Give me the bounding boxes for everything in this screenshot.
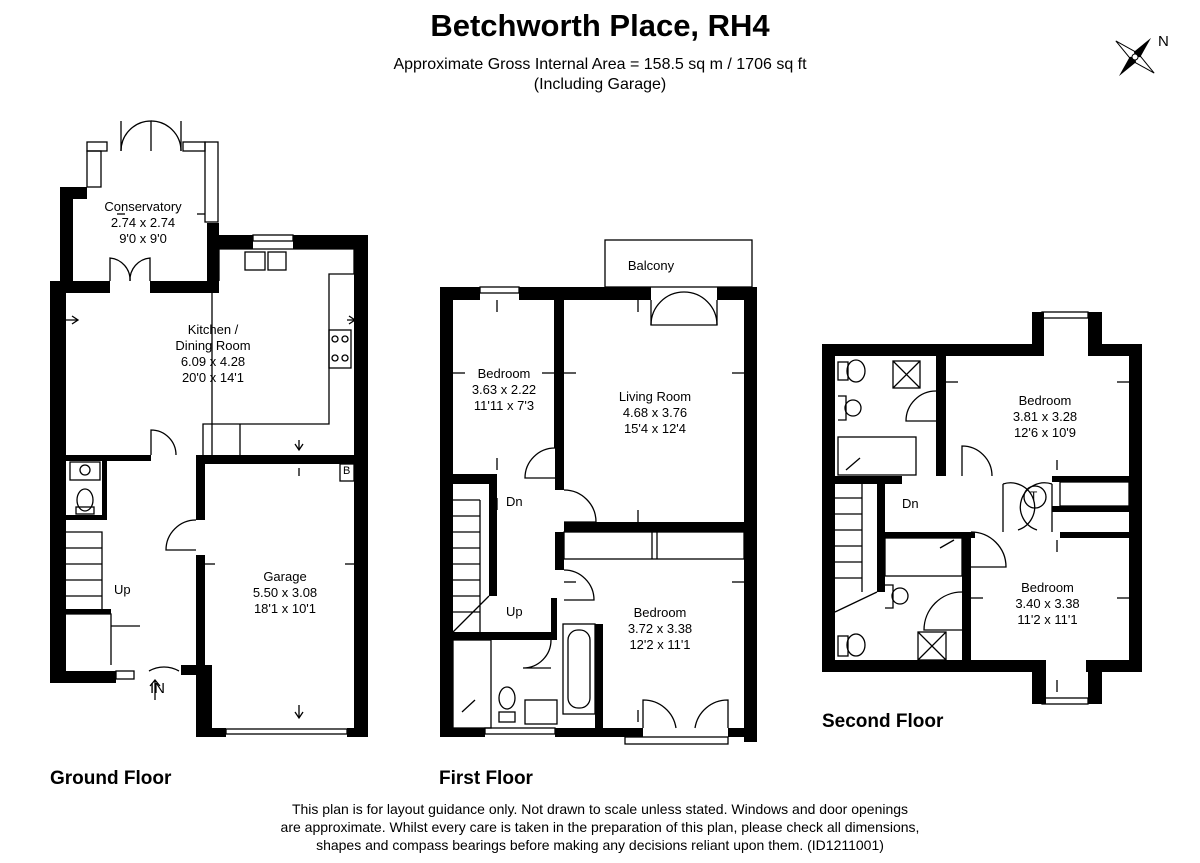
- kitchen-dining-label: Kitchen / Dining Room 6.09 x 4.28 20'0 x…: [175, 322, 251, 385]
- compass-north-label: N: [1158, 33, 1169, 50]
- second-floor-plan: [822, 311, 1142, 705]
- ground-stairs-up-label: Up: [114, 582, 131, 597]
- garage-label: Garage 5.50 x 3.08 18'1 x 10'1: [252, 569, 318, 616]
- second-floor-title: Second Floor: [822, 711, 944, 732]
- conservatory-label: Conservatory 2.74 x 2.74 9'0 x 9'0: [104, 199, 182, 246]
- gross-area-text: Approximate Gross Internal Area = 158.5 …: [393, 56, 807, 73]
- sf-stairs-down-label: Dn: [902, 496, 919, 511]
- entrance-in-label: IN: [150, 680, 165, 697]
- sf-bedroom1-label: Bedroom 3.81 x 3.28 12'6 x 10'9: [1012, 393, 1078, 440]
- first-floor-title: First Floor: [439, 768, 533, 789]
- ground-floor-title: Ground Floor: [50, 768, 172, 789]
- disclaimer-text: This plan is for layout guidance only. N…: [280, 801, 920, 853]
- ff-bedroom1-label: Bedroom 3.63 x 2.22 11'11 x 7'3: [471, 366, 537, 413]
- balcony-label: Balcony: [627, 258, 675, 273]
- boiler-label: B: [343, 465, 351, 477]
- ff-bedroom2-label: Bedroom 3.72 x 3.38 12'2 x 11'1: [627, 605, 693, 652]
- tank-label: T: [1030, 489, 1038, 503]
- living-room-label: Living Room 4.68 x 3.76 15'4 x 12'4: [618, 389, 692, 436]
- including-garage-text: (Including Garage): [533, 76, 667, 93]
- compass-icon: [1115, 37, 1155, 77]
- ff-stairs-up-label: Up: [506, 604, 523, 619]
- ground-floor-plan: [50, 120, 368, 737]
- first-floor-plan: [440, 239, 757, 745]
- sf-bedroom2-label: Bedroom 3.40 x 3.38 11'2 x 11'1: [1015, 580, 1080, 627]
- plan-title: Betchworth Place, RH4: [430, 8, 770, 43]
- ff-stairs-down-label: Dn: [506, 494, 523, 509]
